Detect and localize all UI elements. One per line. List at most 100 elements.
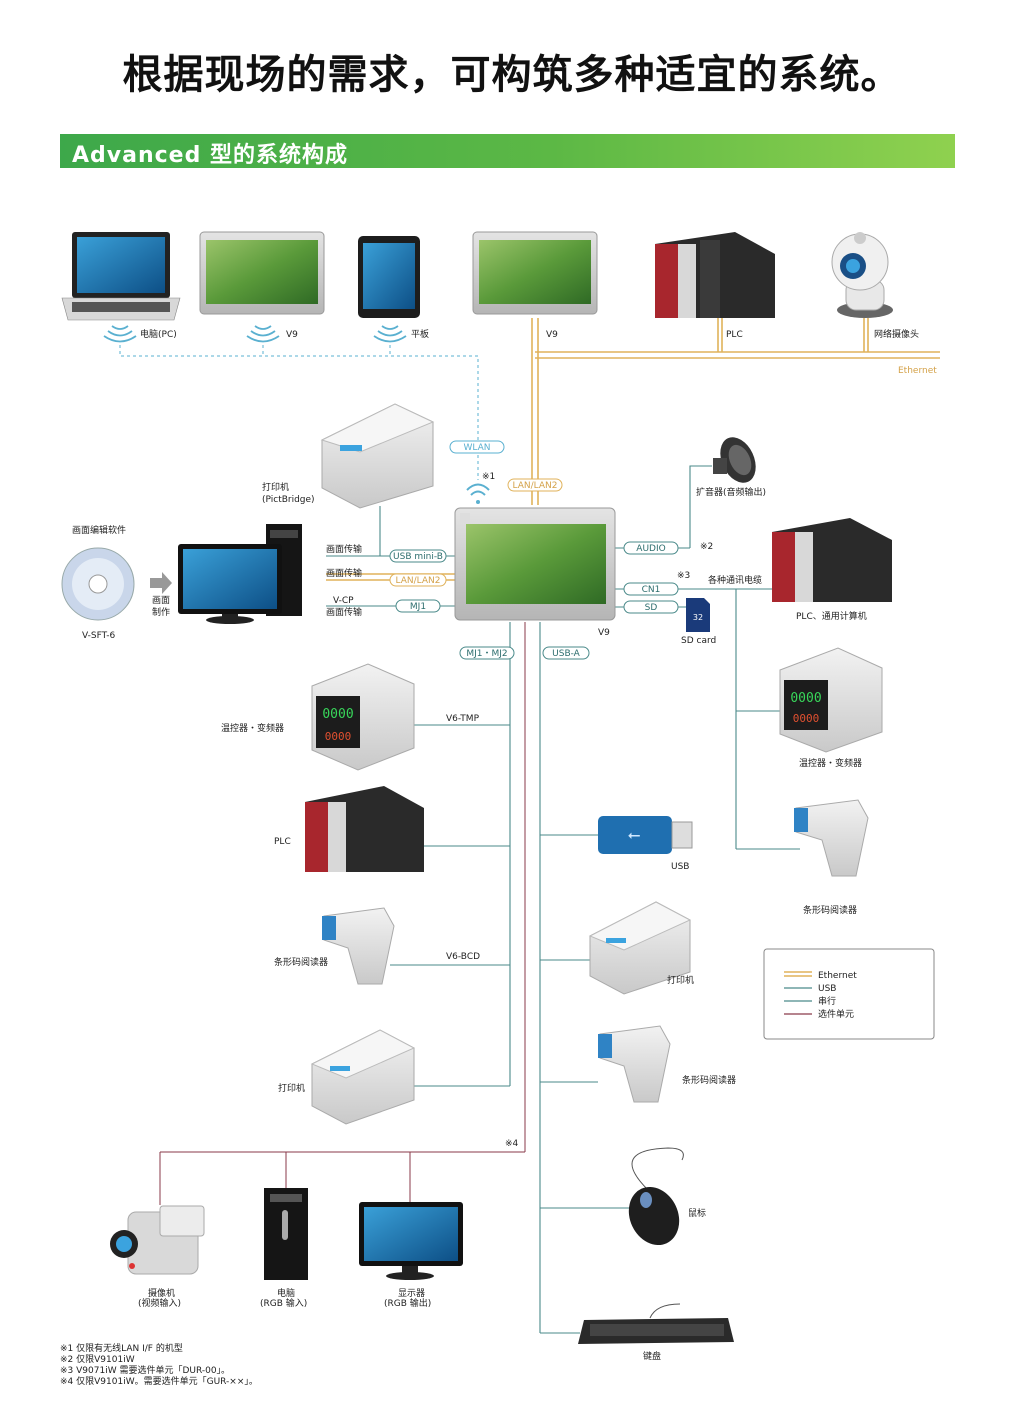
- usb-a-pill: USB-A: [542, 646, 590, 660]
- svg-text:0000: 0000: [790, 691, 821, 706]
- comm-cable-label: 各种通讯电缆: [708, 574, 762, 586]
- laptop-icon: [61, 232, 181, 321]
- note1-mark: ※1: [482, 472, 495, 482]
- wifi-icon: [246, 325, 280, 343]
- printer-label: 打印机: [278, 1082, 305, 1094]
- usb-label: USB: [671, 862, 689, 872]
- plc-label: PLC: [726, 330, 743, 340]
- speaker-icon: [713, 437, 756, 483]
- temp-controller-icon: 0000 0000: [779, 647, 883, 753]
- printer-pictbridge-sub: (PictBridge): [262, 495, 315, 505]
- svg-text:MJ1: MJ1: [410, 602, 426, 612]
- vcp-label: V-CP: [333, 596, 354, 606]
- webcam-icon: [831, 232, 893, 318]
- footnote-2: ※2 仅限V9101iW: [60, 1355, 135, 1365]
- keyboard-icon: [578, 1303, 734, 1344]
- printer-icon: [310, 1029, 416, 1125]
- barcode-reader-label: 条形码阅读器: [274, 956, 328, 968]
- speaker-label: 扩音器(音频输出): [696, 486, 766, 498]
- section-banner: Advanced 型的系统构成: [60, 134, 955, 168]
- wlan-lines: [119, 345, 479, 480]
- footnotes: ※1 仅限有无线LAN I/F 的机型 ※2 仅限V9101iW ※3 V907…: [60, 1344, 258, 1388]
- legend-ethernet: Ethernet: [818, 971, 857, 981]
- wifi-icon: [103, 325, 137, 343]
- transfer-label-1: 画面传输: [326, 543, 362, 555]
- legend-usb: USB: [818, 984, 836, 994]
- monitor-label: 显示器: [398, 1288, 425, 1299]
- svg-text:0000: 0000: [793, 712, 820, 725]
- note3-mark: ※3: [677, 571, 690, 581]
- plc-icon: [772, 518, 892, 602]
- v9-lan-label: V9: [546, 330, 558, 340]
- barcode-reader-label: 条形码阅读器: [682, 1074, 736, 1086]
- temp-controller-label: 温控器・变频器: [221, 722, 284, 734]
- note4-mark: ※4: [505, 1139, 519, 1149]
- audio-pill: AUDIO: [623, 541, 679, 555]
- svg-text:CN1: CN1: [642, 585, 661, 595]
- v6-bcd-label: V6-BCD: [446, 952, 480, 962]
- usb-minib-pill: USB mini-B: [389, 549, 447, 563]
- lan2-pill: LAN/LAN2: [389, 573, 447, 587]
- v9-wireless-label: V9: [286, 330, 298, 340]
- v9-panel-icon: [472, 231, 598, 315]
- software-label: 画面编辑软件: [72, 524, 126, 536]
- ethernet-lines: [326, 318, 940, 581]
- cd-icon: [61, 547, 135, 621]
- svg-text:WLAN: WLAN: [463, 443, 490, 453]
- svg-text:LAN/LAN2: LAN/LAN2: [513, 481, 558, 491]
- option-lines: [159, 622, 526, 1205]
- svg-text:MJ1・MJ2: MJ1・MJ2: [466, 649, 507, 659]
- printer-icon: [588, 901, 692, 995]
- keyboard-label: 键盘: [643, 1350, 661, 1362]
- cn1-pill: CN1: [623, 582, 679, 596]
- mj1-mj2-pill: MJ1・MJ2: [459, 646, 515, 660]
- barcode-reader-icon: [598, 1025, 671, 1103]
- wlan-pill: WLAN: [449, 440, 505, 454]
- sd-card-icon: 32: [686, 598, 710, 632]
- pc-tower-icon: [264, 1188, 308, 1280]
- tablet-label: 平板: [411, 328, 429, 340]
- wifi-icon: [466, 483, 490, 504]
- mouse-icon: [628, 1147, 684, 1246]
- video-camera-sub: (视频输入): [138, 1297, 181, 1309]
- pc-rgb-sub: (RGB 输入): [260, 1297, 307, 1309]
- monitor-icon: [359, 1202, 463, 1280]
- svg-text:USB mini-B: USB mini-B: [393, 552, 443, 562]
- sd-card-label: SD card: [681, 636, 716, 646]
- ethernet-label: Ethernet: [898, 366, 937, 376]
- legend-serial: 串行: [818, 995, 836, 1007]
- printer-pictbridge-label: 打印机: [262, 481, 289, 493]
- wifi-icon: [373, 325, 407, 343]
- plc-icon: [305, 786, 424, 872]
- section-banner-label: Advanced 型的系统构成: [72, 143, 348, 168]
- video-camera-label: 摄像机: [148, 1287, 175, 1299]
- pc-label: 电脑(PC): [140, 328, 177, 340]
- note2-mark: ※2: [700, 542, 713, 552]
- transfer-label-2: 画面传输: [326, 567, 362, 579]
- svg-text:32: 32: [693, 613, 703, 622]
- sd-pill: SD: [623, 600, 679, 614]
- barcode-reader-label: 条形码阅读器: [803, 904, 857, 916]
- plc-pc-label: PLC、通用计算机: [796, 610, 867, 622]
- printer-label: 打印机: [667, 974, 694, 986]
- svg-text:⭠: ⭠: [628, 825, 641, 844]
- v6-tmp-label: V6-TMP: [446, 714, 480, 724]
- make-label-2: 制作: [152, 606, 170, 618]
- arrow-right-icon: [150, 572, 172, 594]
- legend-option: 选件单元: [818, 1008, 854, 1020]
- plc-label: PLC: [274, 837, 291, 847]
- footnote-1: ※1 仅限有无线LAN I/F 的机型: [60, 1344, 183, 1354]
- page-title: 根据现场的需求，可构筑多种适宜的系统。: [122, 52, 902, 98]
- svg-text:LAN/LAN2: LAN/LAN2: [396, 576, 441, 586]
- make-label-1: 画面: [152, 595, 170, 606]
- temp-controller-label: 温控器・变频器: [799, 757, 862, 769]
- svg-text:USB-A: USB-A: [552, 649, 581, 659]
- svg-text:0000: 0000: [322, 707, 353, 722]
- usb-stick-icon: ⭠: [598, 816, 693, 854]
- barcode-reader-icon: [322, 907, 395, 985]
- footnote-3: ※3 V9071iW 需要选件单元「DUR-00」。: [60, 1366, 231, 1376]
- mouse-label: 鼠标: [688, 1207, 706, 1219]
- temp-controller-icon: 0000 0000: [311, 663, 415, 771]
- tablet-icon: [358, 236, 420, 318]
